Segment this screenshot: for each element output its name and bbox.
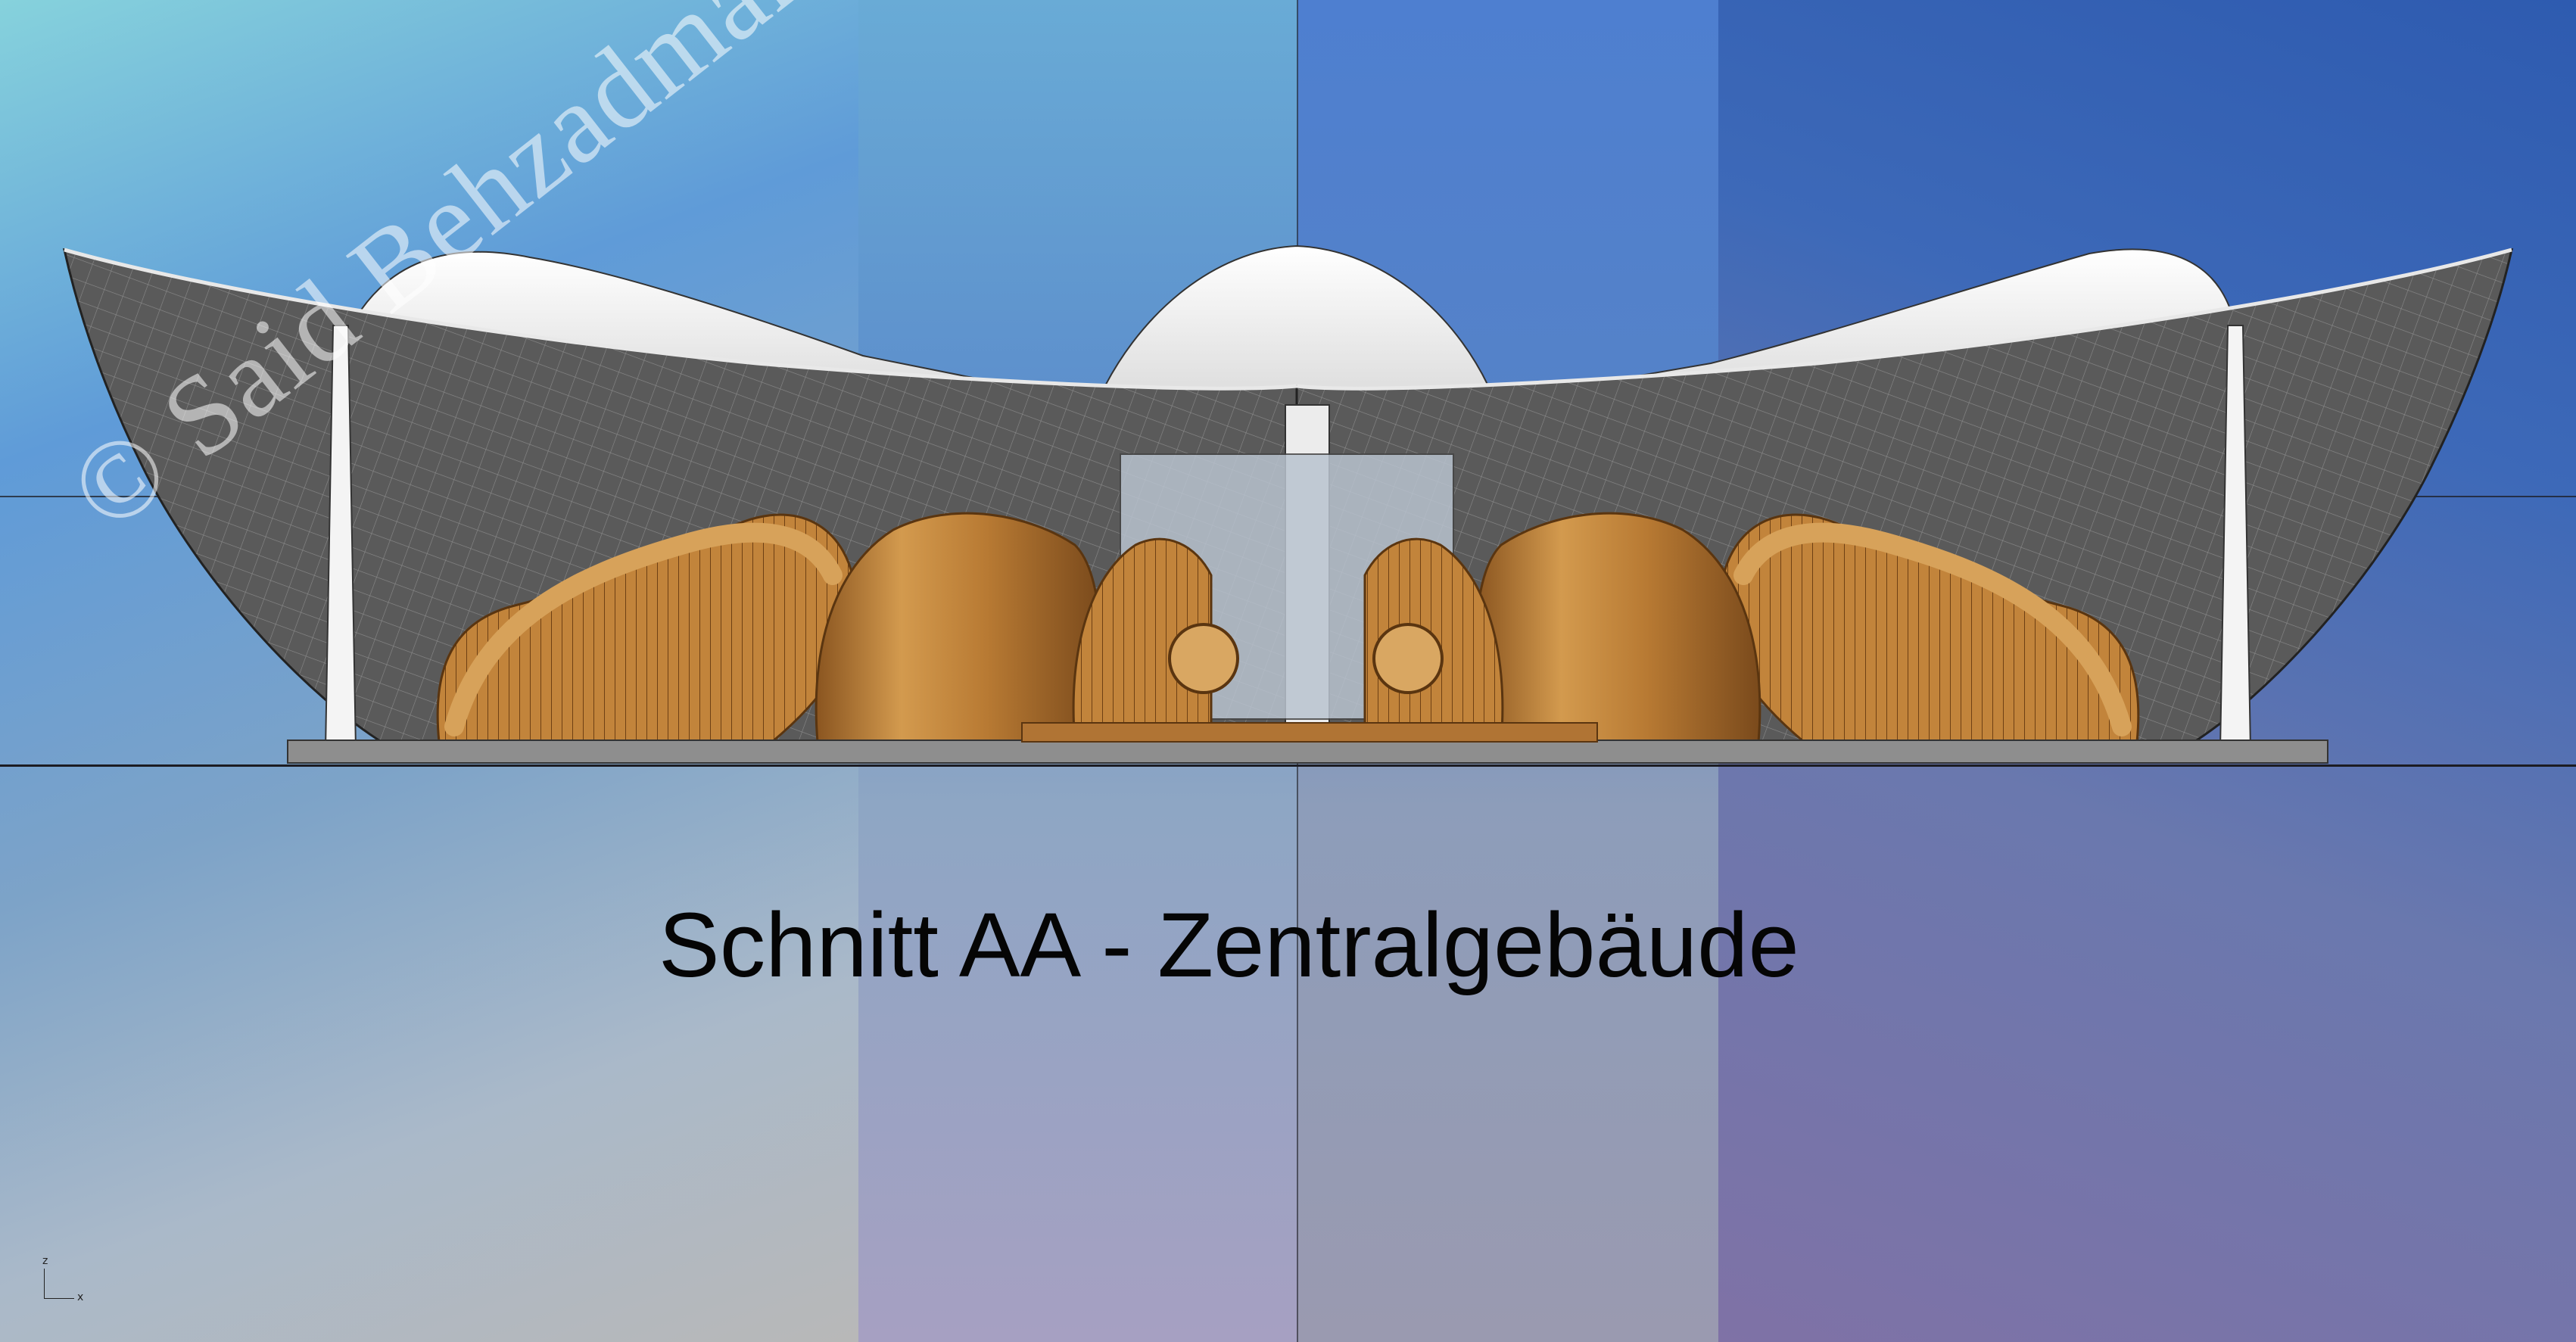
canopy-edge-left [64, 248, 1297, 391]
axis-label-x: x [77, 1291, 84, 1303]
porthole-left [1168, 623, 1239, 694]
ribbon-right [1733, 522, 2132, 736]
drawing-caption: Schnitt AA - Zentralgebäude [659, 893, 1799, 996]
axis-line-z [44, 1269, 45, 1299]
axis-label-z: z [42, 1255, 48, 1267]
wood-volume-left-inner [1072, 537, 1213, 743]
roof-shell-center [1096, 244, 1497, 402]
porthole-right [1372, 623, 1444, 694]
axis-line-x [44, 1298, 74, 1299]
canopy-edge-right [1296, 248, 2512, 391]
ribbon-left [444, 522, 843, 736]
stage-block [1021, 722, 1598, 743]
ground-platform [287, 740, 2328, 764]
ground-line [0, 764, 2576, 767]
axis-gizmo: z x [39, 1255, 92, 1308]
